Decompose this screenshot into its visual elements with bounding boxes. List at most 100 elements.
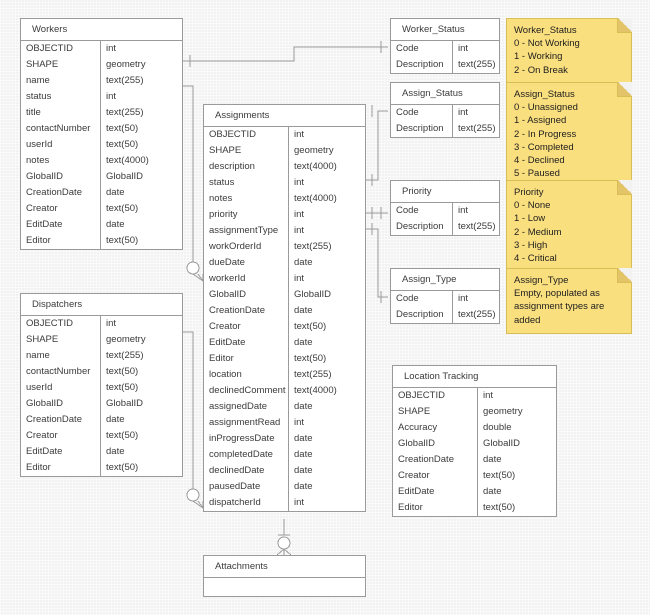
attribute-name: Code (391, 105, 453, 121)
attribute-name: pausedDate (204, 479, 289, 495)
attribute-type: text(50) (294, 321, 327, 332)
attribute-type: int (483, 390, 494, 401)
attribute-name: OBJECTID (21, 41, 101, 57)
attribute-type: text(255) (458, 221, 496, 232)
attribute-name: status (204, 175, 289, 191)
attribute-name: EditDate (21, 217, 101, 233)
attribute-type: date (294, 433, 313, 444)
entity-title: Priority (391, 181, 499, 203)
attribute-row: Creator text(50) (204, 319, 365, 335)
attribute-row: Accuracy double (393, 420, 556, 436)
note-title: Priority (514, 187, 544, 198)
attribute-name: inProgressDate (204, 431, 289, 447)
attribute-name: Description (391, 57, 453, 73)
attribute-type: text(50) (106, 382, 139, 393)
attribute-name: contactNumber (21, 121, 101, 137)
attribute-name: notes (21, 153, 101, 169)
attribute-type: text(255) (106, 350, 144, 361)
attribute-name: SHAPE (21, 57, 101, 73)
entity-attribute-list (204, 578, 365, 596)
attribute-name: dispatcherId (204, 495, 289, 511)
attribute-type: text(255) (458, 123, 496, 134)
attribute-name: Editor (204, 351, 289, 367)
attribute-name: contactNumber (21, 364, 101, 380)
note-line: Empty, populated as (514, 288, 600, 300)
attribute-name: dueDate (204, 255, 289, 271)
attribute-name: SHAPE (21, 332, 101, 348)
attribute-name: OBJECTID (21, 316, 101, 332)
attribute-type: text(50) (106, 235, 139, 246)
attribute-type: GlobalID (483, 438, 520, 449)
attribute-name: CreationDate (21, 412, 101, 428)
attribute-name: workOrderId (204, 239, 289, 255)
attribute-type: double (483, 422, 512, 433)
note-line: 3 - Completed (514, 141, 574, 153)
note-line: 2 - In Progress (514, 128, 577, 140)
note-title: Assign_Status (514, 89, 575, 100)
attribute-type: int (294, 497, 305, 508)
attribute-type: geometry (106, 334, 146, 345)
attribute-type: date (106, 414, 125, 425)
entity-title: Location Tracking (393, 366, 556, 388)
entity-title: Assign_Status (391, 83, 499, 105)
attribute-name: location (204, 367, 289, 383)
note-line: 4 - Critical (514, 253, 557, 265)
note-line: 2 - Medium (514, 226, 562, 238)
attribute-name: completedDate (204, 447, 289, 463)
attribute-type: int (294, 209, 305, 220)
entity-title: Dispatchers (21, 294, 182, 316)
attribute-type: int (294, 417, 305, 428)
attribute-type: text(50) (106, 430, 139, 441)
entity-attachments[interactable]: Attachments (203, 555, 366, 597)
attribute-type: text(4000) (294, 161, 337, 172)
note-title: Assign_Type (514, 275, 569, 286)
attribute-type: text(50) (106, 462, 139, 473)
zero-symbol-attachments (277, 536, 291, 550)
note-line: 2 - On Break (514, 64, 568, 76)
attribute-type: text(50) (106, 139, 139, 150)
note-fold-corner-icon (617, 180, 632, 195)
note-line: 1 - Low (514, 213, 546, 225)
attribute-name: OBJECTID (204, 127, 289, 143)
attribute-type: int (458, 107, 469, 118)
attribute-name: Accuracy (393, 420, 478, 436)
attribute-name: Creator (204, 319, 289, 335)
note-line: 3 - High (514, 239, 548, 251)
attribute-name: Editor (21, 460, 101, 476)
attribute-name: Description (391, 307, 453, 323)
zero-symbol-dispatchers-assignments (186, 488, 200, 502)
